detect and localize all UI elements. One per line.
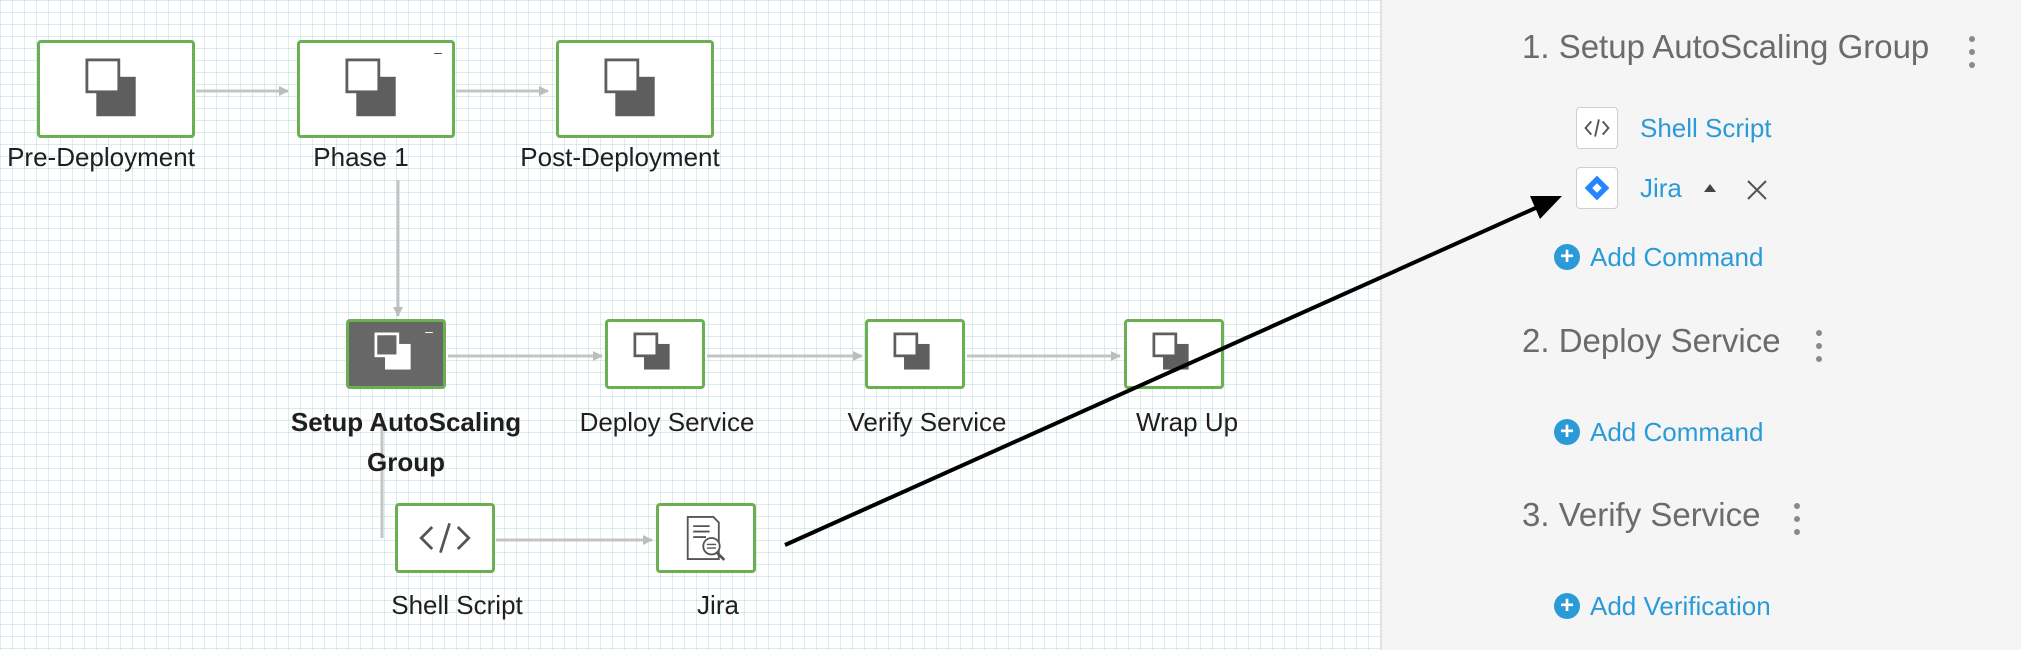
section-title: 3. Verify Service [1522, 496, 1761, 533]
add-verification-label: Add Verification [1590, 590, 1771, 621]
node-label: Phase 1 [313, 142, 409, 172]
more-options-icon[interactable] [1814, 330, 1824, 362]
workflow-canvas[interactable]: Pre-Deployment – Phase 1 Post-Deployment… [0, 0, 1380, 650]
node-label: Wrap Up [1135, 407, 1239, 437]
phase-1-node[interactable]: – [297, 40, 455, 138]
section-title: 1. Setup AutoScaling Group [1522, 28, 1930, 65]
phase-icon [85, 58, 136, 117]
code-icon [419, 522, 471, 554]
plus-icon: + [1554, 593, 1580, 619]
jira-node[interactable] [656, 503, 756, 573]
more-options-icon[interactable] [1967, 36, 1977, 68]
collapse-icon[interactable]: – [425, 323, 433, 339]
add-command-button[interactable]: + Add Command [1554, 417, 1763, 447]
code-icon [1576, 107, 1618, 149]
step-details-panel: 1. Setup AutoScaling Group Shell Script … [1380, 0, 2021, 650]
step-icon [633, 332, 670, 370]
phase-icon [604, 58, 655, 117]
jira-icon [1576, 167, 1618, 209]
node-label: Shell Script [391, 590, 523, 620]
step-icon [374, 332, 411, 370]
more-options-icon[interactable] [1792, 503, 1802, 535]
verify-service-node[interactable] [865, 319, 965, 389]
post-deployment-node[interactable] [556, 40, 714, 138]
shell-script-node[interactable] [395, 503, 495, 573]
collapse-icon[interactable]: – [434, 44, 442, 60]
plus-icon: + [1554, 419, 1580, 445]
plus-icon: + [1554, 244, 1580, 270]
add-verification-button[interactable]: + Add Verification [1554, 591, 1771, 621]
node-label: Pre-Deployment [7, 142, 195, 172]
section-title: 2. Deploy Service [1522, 322, 1781, 359]
add-command-label: Add Command [1590, 241, 1764, 272]
move-up-icon[interactable] [1702, 182, 1718, 194]
pre-deployment-node[interactable] [37, 40, 195, 138]
close-icon[interactable] [1746, 179, 1768, 201]
document-search-icon [686, 516, 726, 561]
command-link-shell-script[interactable]: Shell Script [1640, 113, 1772, 143]
add-command-label: Add Command [1590, 416, 1764, 447]
deploy-service-node[interactable] [605, 319, 705, 389]
phase-icon [345, 58, 396, 117]
node-label: Setup AutoScaling Group [290, 407, 522, 477]
step-icon [1152, 332, 1189, 370]
step-icon [893, 332, 930, 370]
add-command-button[interactable]: + Add Command [1554, 242, 1763, 272]
wrap-up-node[interactable] [1124, 319, 1224, 389]
command-link-jira[interactable]: Jira [1640, 173, 1682, 203]
node-label: Jira [697, 590, 739, 620]
node-label: Post-Deployment [520, 142, 720, 172]
node-label: Deploy Service [579, 407, 755, 437]
setup-autoscaling-group-node[interactable]: – [346, 319, 446, 389]
node-label: Verify Service [847, 407, 1007, 437]
